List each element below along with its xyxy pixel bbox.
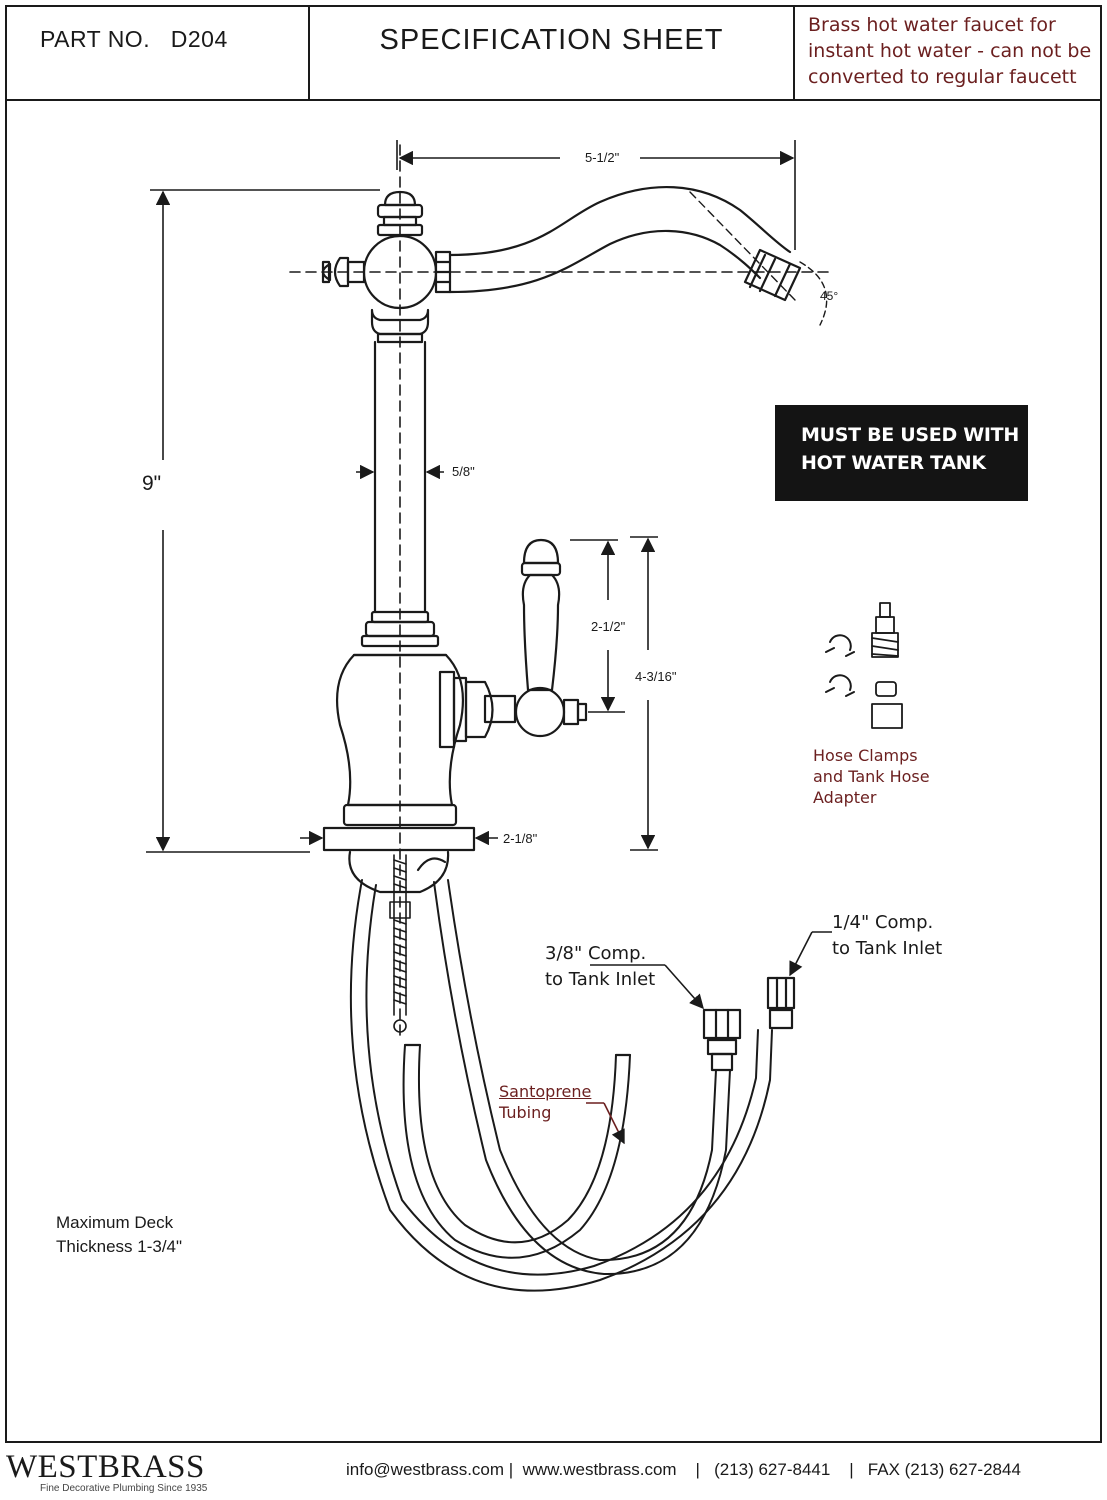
three-eighths-comp-callout: 3/8" Comp. to Tank Inlet [545,941,655,993]
base-plate [322,826,476,852]
threaded-rod [389,854,411,1033]
spout-tip [743,248,802,302]
hose-clamp-icons [825,634,855,697]
callout-line: and Tank Hose [813,767,930,786]
under-deck-shank [348,850,450,894]
brand-logo: WESTBRASS [6,1449,205,1485]
handle-ball [514,686,566,738]
handle-lever [521,573,561,692]
handle-collar [438,670,517,749]
brand-tagline: Fine Decorative Plumbing Since 1935 [40,1483,208,1494]
part-number-label: PART NO. [40,26,151,52]
callout-line: Adapter [813,788,877,807]
callout-line: Santoprene [499,1082,592,1101]
part-number-value: D204 [170,26,228,52]
contact-info: info@westbrass.com | www.westbrass.com |… [346,1460,1021,1479]
dim-base-diameter: 2-1/8" [503,831,538,846]
quarter-fitting [766,976,796,1030]
part-number: PART NO. D204 [40,26,228,53]
supply-hose-outer [349,879,773,1292]
warning-badge: MUST BE USED WITH HOT WATER TANK [775,405,1028,501]
callout-line: to Tank Inlet [545,969,656,990]
callout-line: 1/4" Comp. [832,912,934,933]
warning-line: MUST BE USED WITH [801,424,1019,446]
note-line: Thickness 1-3/4" [56,1237,183,1256]
page-title: SPECIFICATION SHEET [379,24,724,56]
callout-line: to Tank Inlet [832,938,943,959]
quarter-comp-callout: 1/4" Comp. to Tank Inlet [832,910,942,962]
sheet-frame [5,5,1102,1443]
dim-handle-center-height: 4-3/16" [635,669,677,684]
spout-top [448,185,792,257]
dim-spout-reach: 5-1/2" [585,150,620,165]
callout-line: 3/8" Comp. [545,943,647,964]
tubing-callout: Santoprene Tubing [499,1081,591,1123]
description-line: Brass hot water faucet for [808,14,1056,36]
deck-thickness-note: Maximum Deck Thickness 1-3/4" [56,1211,182,1259]
dim-handle-height: 2-1/2" [591,619,626,634]
side-knob [321,256,366,288]
callout-line: Hose Clamps [813,746,918,765]
description-line: converted to regular faucett [808,66,1077,88]
santoprene-tubing [402,1044,631,1259]
note-line: Maximum Deck [56,1213,174,1232]
spout-bottom [448,229,762,294]
dim-overall-height: 9" [142,472,162,495]
accessories-callout: Hose Clamps and Tank Hose Adapter [813,745,930,808]
upper-collar [370,308,430,336]
supply-hose-inner [447,879,717,1262]
header-divider [793,5,795,101]
spout-coupling [434,250,452,294]
dim-stem-diameter: 5/8" [452,464,475,479]
dim-spout-angle: 45° [820,289,839,303]
tank-hose-adapter-icon [871,602,903,729]
header-row [5,5,1102,101]
description-line: instant hot water - can not be [808,40,1092,62]
three-eighths-fitting [702,1008,742,1072]
header-divider [308,5,310,101]
callout-line: Tubing [499,1103,552,1122]
warning-line: HOT WATER TANK [801,452,986,474]
product-description: Brass hot water faucet for instant hot w… [808,12,1098,90]
